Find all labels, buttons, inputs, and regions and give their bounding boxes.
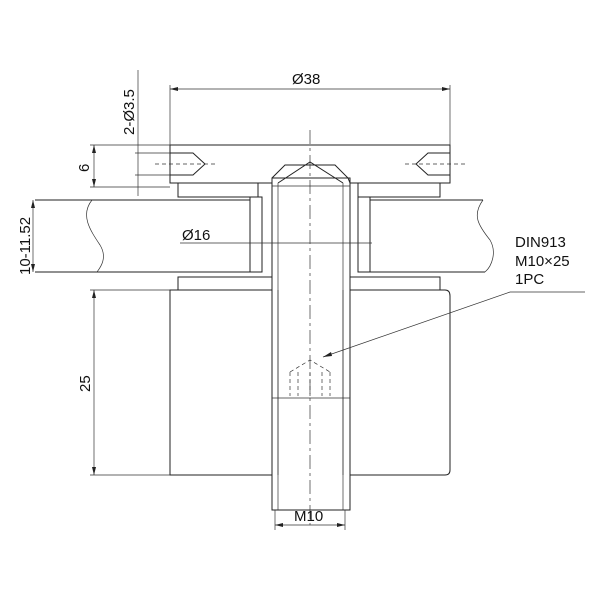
dimension-glass-hole: Ø16 <box>180 227 372 244</box>
dim-label-glass-thickness: 10-11.52 <box>17 217 34 275</box>
dimension-cap-thickness: 6 <box>76 144 170 188</box>
dim-label-cap-thickness: 6 <box>76 164 93 172</box>
dim-label-hole: 2-Ø3.5 <box>121 89 138 135</box>
callout-line-1: DIN913 <box>515 234 566 251</box>
set-screw <box>271 161 351 511</box>
dim-label-glass-hole: Ø16 <box>182 227 210 244</box>
screw-callout: DIN913 M10×25 1PC <box>322 234 585 358</box>
dim-label-base-height: 25 <box>77 375 94 392</box>
dimension-base-height: 25 <box>77 289 170 476</box>
dim-label-outer-diameter: Ø38 <box>292 71 320 88</box>
callout-line-2: M10×25 <box>515 253 570 270</box>
callout-line-3: 1PC <box>515 271 544 288</box>
dimension-thread: M10 <box>274 508 346 530</box>
dimension-glass-thickness: 10-11.52 <box>17 200 35 275</box>
dimension-hole: 2-Ø3.5 <box>121 70 170 196</box>
dimension-outer-diameter: Ø38 <box>169 71 451 145</box>
glass-panel <box>35 199 494 273</box>
dim-label-thread: M10 <box>294 508 323 525</box>
gasket <box>177 182 441 291</box>
